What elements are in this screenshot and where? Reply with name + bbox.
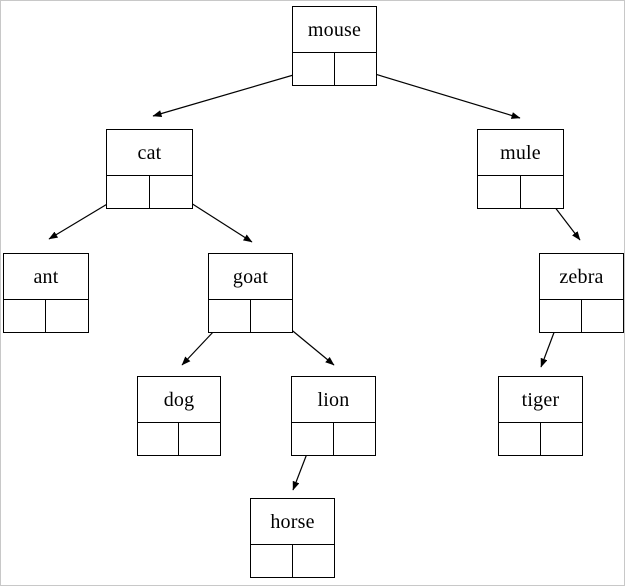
left-child-pointer-cell <box>138 423 179 455</box>
tree-node-tiger: tiger <box>498 376 583 456</box>
tree-node-pointers <box>4 300 88 332</box>
tree-node-label: cat <box>107 130 192 176</box>
tree-node-mule: mule <box>477 129 564 209</box>
tree-node-pointers <box>478 176 563 208</box>
right-child-pointer-cell <box>541 423 583 455</box>
left-child-pointer-cell <box>478 176 521 208</box>
tree-node-label: goat <box>209 254 292 300</box>
tree-node-cat: cat <box>106 129 193 209</box>
right-child-pointer-cell <box>46 300 88 332</box>
tree-node-label: mouse <box>293 7 376 53</box>
left-child-pointer-cell <box>209 300 251 332</box>
tree-node-pointers <box>540 300 623 332</box>
tree-node-pointers <box>107 176 192 208</box>
tree-edge-mouse-right-to-mule <box>354 67 521 119</box>
right-child-pointer-cell <box>521 176 564 208</box>
right-child-pointer-cell <box>334 423 376 455</box>
tree-node-ant: ant <box>3 253 89 333</box>
left-child-pointer-cell <box>540 300 582 332</box>
tree-node-pointers <box>293 53 376 85</box>
tree-node-mouse: mouse <box>292 6 377 86</box>
right-child-pointer-cell <box>251 300 293 332</box>
tree-node-pointers <box>138 423 220 455</box>
left-child-pointer-cell <box>251 545 293 577</box>
tree-node-label: dog <box>138 377 220 423</box>
left-child-pointer-cell <box>499 423 541 455</box>
tree-node-zebra: zebra <box>539 253 624 333</box>
right-child-pointer-cell <box>582 300 624 332</box>
tree-node-horse: horse <box>250 498 335 578</box>
tree-node-dog: dog <box>137 376 221 456</box>
right-child-pointer-cell <box>179 423 220 455</box>
tree-node-label: ant <box>4 254 88 300</box>
right-child-pointer-cell <box>150 176 193 208</box>
tree-node-label: horse <box>251 499 334 545</box>
tree-node-label: tiger <box>499 377 582 423</box>
tree-node-label: zebra <box>540 254 623 300</box>
tree-node-pointers <box>251 545 334 577</box>
tree-edge-mouse-left-to-cat <box>152 68 315 117</box>
tree-node-label: mule <box>478 130 563 176</box>
left-child-pointer-cell <box>293 53 335 85</box>
right-child-pointer-cell <box>293 545 335 577</box>
left-child-pointer-cell <box>107 176 150 208</box>
tree-node-goat: goat <box>208 253 293 333</box>
right-child-pointer-cell <box>335 53 377 85</box>
tree-node-label: lion <box>292 377 375 423</box>
tree-node-pointers <box>209 300 292 332</box>
tree-node-lion: lion <box>291 376 376 456</box>
tree-node-pointers <box>499 423 582 455</box>
tree-node-pointers <box>292 423 375 455</box>
left-child-pointer-cell <box>4 300 46 332</box>
left-child-pointer-cell <box>292 423 334 455</box>
